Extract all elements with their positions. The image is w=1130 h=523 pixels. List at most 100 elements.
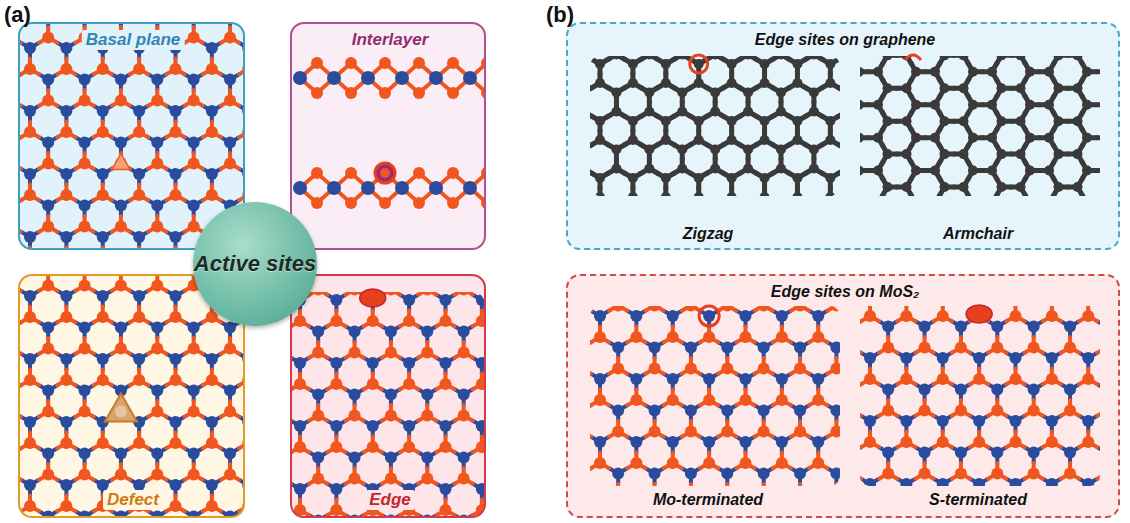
atom — [327, 71, 341, 85]
bonds — [860, 56, 1100, 196]
atom — [825, 173, 835, 183]
atom — [710, 164, 720, 174]
atom — [60, 126, 72, 138]
mos2-mo-terminated — [590, 306, 840, 486]
atom — [476, 441, 484, 453]
atom — [997, 182, 1007, 192]
atom — [987, 67, 997, 77]
bonds — [590, 56, 840, 196]
atom — [481, 167, 484, 179]
atom — [940, 56, 950, 60]
atom — [224, 32, 236, 44]
atom — [151, 448, 163, 460]
atom — [661, 192, 671, 196]
atom — [710, 88, 720, 98]
bond — [64, 248, 68, 249]
atom — [421, 292, 433, 296]
atom — [743, 56, 753, 60]
atom — [151, 322, 163, 334]
atom — [930, 166, 940, 176]
atom — [294, 420, 306, 432]
atom — [644, 88, 654, 98]
atom — [628, 59, 638, 69]
atom — [421, 326, 433, 338]
atom — [169, 126, 181, 138]
atom — [42, 406, 54, 418]
atom — [224, 74, 236, 86]
atom — [1054, 149, 1064, 159]
atom — [330, 357, 342, 369]
atom — [151, 158, 163, 170]
bond — [1082, 195, 1087, 196]
atom — [151, 280, 163, 292]
atom — [873, 67, 883, 77]
atom — [133, 290, 145, 302]
atom — [997, 56, 1007, 60]
atom — [242, 126, 243, 138]
atom — [694, 78, 704, 88]
atom — [115, 469, 127, 481]
atom — [115, 511, 127, 517]
graphene-armchair — [860, 56, 1100, 196]
atom — [311, 197, 323, 209]
atom — [133, 353, 145, 365]
atom — [79, 511, 91, 517]
atom — [825, 135, 835, 145]
atom — [421, 389, 433, 401]
atom — [224, 322, 236, 334]
atom — [911, 67, 921, 77]
atom — [476, 378, 484, 390]
atom — [476, 420, 484, 432]
atom — [883, 116, 893, 126]
atom — [997, 83, 1007, 93]
atom — [42, 137, 54, 149]
atom — [169, 105, 181, 117]
atom — [169, 374, 181, 386]
atom — [60, 231, 72, 243]
atom — [911, 133, 921, 143]
atom — [940, 149, 950, 159]
atom — [24, 353, 36, 365]
atom — [930, 100, 940, 110]
atom — [694, 135, 704, 145]
bond — [590, 112, 592, 117]
atom — [151, 343, 163, 355]
atom — [481, 57, 484, 69]
atoms — [860, 56, 1100, 196]
atom — [349, 326, 361, 338]
atoms — [292, 292, 484, 516]
atom — [42, 448, 54, 460]
atom — [188, 406, 200, 418]
atom — [1073, 116, 1083, 126]
atom — [1044, 166, 1054, 176]
atom — [206, 437, 218, 449]
atom — [447, 167, 459, 179]
atom — [242, 479, 243, 491]
atom — [169, 437, 181, 449]
atom — [860, 100, 864, 110]
atom — [694, 59, 704, 69]
atom — [115, 448, 127, 460]
atom — [476, 294, 484, 306]
atom — [413, 167, 425, 179]
atom — [595, 173, 605, 183]
atom — [883, 83, 893, 93]
atom — [661, 78, 671, 88]
atom — [825, 192, 835, 196]
atom — [42, 221, 54, 233]
atom — [439, 441, 451, 453]
bond — [839, 112, 840, 117]
bond — [20, 101, 21, 106]
atom — [169, 479, 181, 491]
atom — [60, 189, 72, 201]
atom — [385, 389, 397, 401]
atom — [458, 326, 470, 338]
atom — [79, 74, 91, 86]
atom — [349, 410, 361, 422]
atom — [595, 135, 605, 145]
atom — [727, 116, 737, 126]
bond — [20, 227, 21, 232]
atom — [458, 389, 470, 401]
atom — [385, 326, 397, 338]
